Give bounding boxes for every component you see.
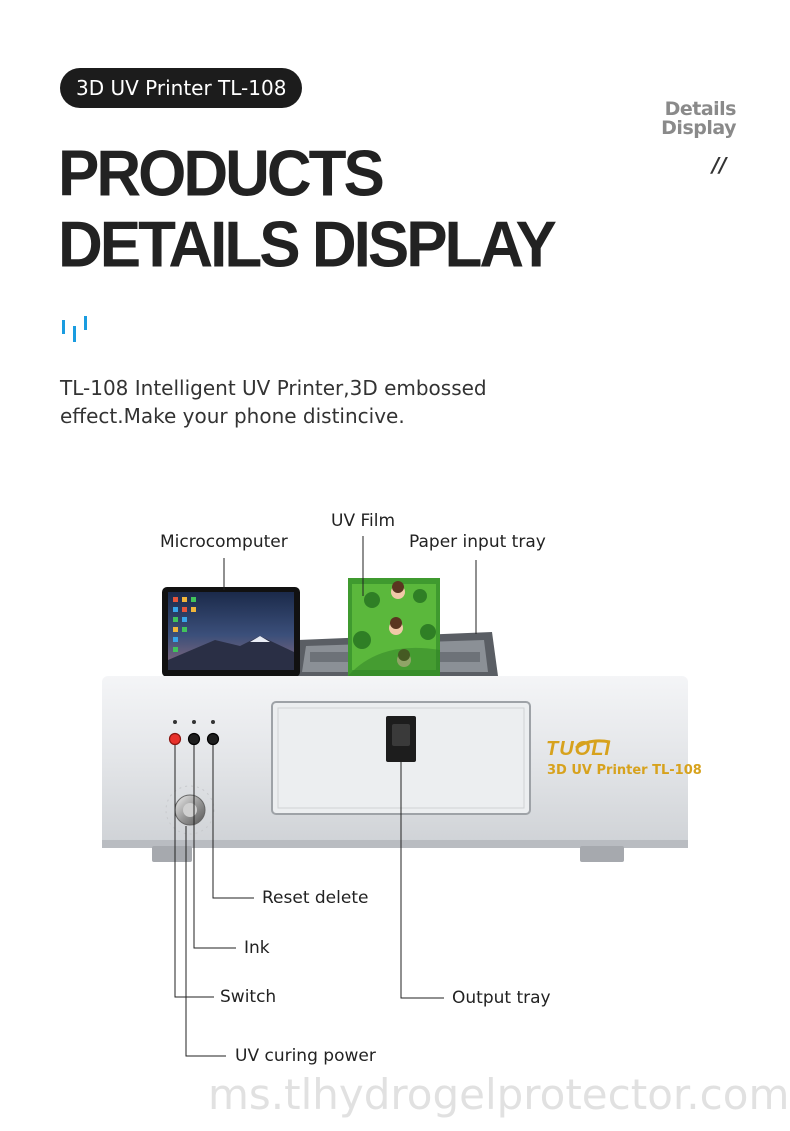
watermark: ms.tlhydrogelprotector.com: [208, 1070, 790, 1119]
ink-button: [187, 732, 201, 746]
headline-line1: PRODUCTS: [58, 137, 385, 211]
output-tray-leader: [400, 762, 444, 999]
headline-line2: DETAILS DISPLAY: [58, 208, 557, 282]
microcomputer-tablet: [162, 587, 300, 677]
brand-logo: TUOLI: [546, 738, 611, 760]
side-slash: //: [712, 153, 727, 177]
label-paper-input-tray: Paper input tray: [409, 532, 546, 552]
uv-film-sheet: [348, 578, 440, 676]
side-label-line1: Details: [664, 98, 737, 120]
label-uv-curing-power: UV curing power: [235, 1046, 376, 1066]
uv-curing-leader: [185, 826, 226, 1057]
label-ink: Ink: [244, 938, 270, 958]
label-microcomputer: Microcomputer: [160, 532, 288, 552]
reset-delete-leader: [212, 745, 254, 899]
label-output-tray: Output tray: [452, 988, 551, 1008]
brand-model: 3D UV Printer TL-108: [547, 763, 702, 778]
switch-button: [168, 732, 182, 746]
ink-leader: [193, 745, 236, 949]
product-badge: 3D UV Printer TL-108: [60, 68, 303, 108]
label-uv-film: UV Film: [331, 511, 396, 531]
switch-leader: [174, 745, 214, 998]
reset-delete-button: [206, 732, 220, 746]
side-label: Details Display: [640, 100, 736, 138]
label-switch: Switch: [220, 987, 277, 1007]
output-tray-door: [271, 701, 531, 815]
product-description: TL-108 Intelligent UV Printer,3D embosse…: [60, 376, 487, 428]
side-label-line2: Display: [661, 117, 736, 139]
label-reset-delete: Reset delete: [262, 888, 369, 908]
blue-bars-decoration: [62, 316, 94, 342]
